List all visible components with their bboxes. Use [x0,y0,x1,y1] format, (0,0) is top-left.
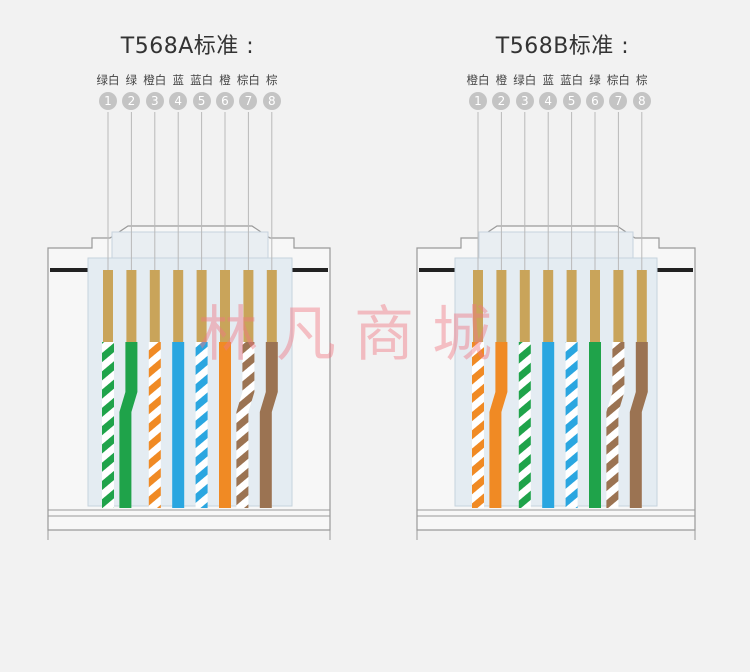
pin-number-3: 3 [145,92,164,110]
wire-label-2: 绿 [125,73,138,87]
wire-8 [259,342,278,508]
gold-contact [220,270,230,342]
wire-label-6: 橙 [219,73,231,87]
gold-contact [149,270,160,342]
pin-number-8: 8 [632,92,651,110]
wire-label-5: 蓝白 [560,73,584,87]
gold-contact [196,270,207,342]
wire-label-2: 橙 [495,73,508,87]
pin-number-3: 3 [515,92,534,110]
wire-label-3: 橙白 [143,73,167,87]
pin-number-6: 6 [216,92,234,110]
watermark: 林凡商城 [198,300,510,370]
wire-label-3: 绿白 [513,73,537,87]
wire-5 [195,342,208,508]
pin-number-5: 5 [192,92,211,110]
inner-cavity-top [111,231,269,259]
gold-contact [243,270,254,342]
wire-label-1: 橙白 [466,73,490,87]
wire-8 [629,342,648,508]
wire-label-5: 蓝白 [190,73,214,87]
wire-label-4: 蓝 [542,73,554,87]
wire-label-7: 棕白 [236,73,260,87]
gold-contact [519,270,530,342]
wire-6 [219,342,231,508]
gold-contact [103,270,113,342]
pin-number-5: 5 [562,92,581,110]
pin-number-8: 8 [262,92,281,110]
wire-label-6: 绿 [589,73,601,87]
wire-3 [148,342,161,508]
t568a-connector-diagram [47,112,331,540]
inner-cavity-top [478,231,634,259]
gold-contact [126,270,137,342]
wire-4 [542,342,555,508]
t568b-title: T568B标准 : [495,34,630,59]
wire-label-4: 蓝 [172,73,184,87]
wire-6 [589,342,601,508]
wire-label-8: 棕 [266,73,278,87]
pin-number-2: 2 [492,92,511,110]
wire-label-8: 棕 [636,73,648,87]
gold-contact [543,270,554,342]
wire-3 [518,342,531,508]
wire-2 [119,342,138,508]
pin-number-2: 2 [122,92,141,110]
wire-label-1: 绿白 [96,73,120,87]
wire-2 [489,342,508,508]
pin-number-4: 4 [169,92,188,110]
wire-7 [606,342,625,508]
gold-contact [473,270,483,342]
wire-4 [172,342,185,508]
pin-number-1: 1 [469,92,487,110]
wire-7 [236,342,255,508]
t568a-title: T568A标准 : [120,34,255,59]
pin-number-4: 4 [539,92,558,110]
wire-1 [102,342,114,508]
wire-label-7: 棕白 [606,73,630,87]
gold-contact [266,270,277,342]
pin-number-7: 7 [609,92,628,110]
gold-contact [566,270,577,342]
t568b-connector-diagram [416,112,696,540]
gold-contact [496,270,507,342]
pin-number-6: 6 [586,92,604,110]
gold-contact [590,270,600,342]
gold-contact [173,270,184,342]
pin-number-7: 7 [239,92,258,110]
gold-contact [613,270,624,342]
gold-contact [636,270,647,342]
wire-5 [565,342,578,508]
pin-number-1: 1 [99,92,117,110]
wire-1 [472,342,484,508]
